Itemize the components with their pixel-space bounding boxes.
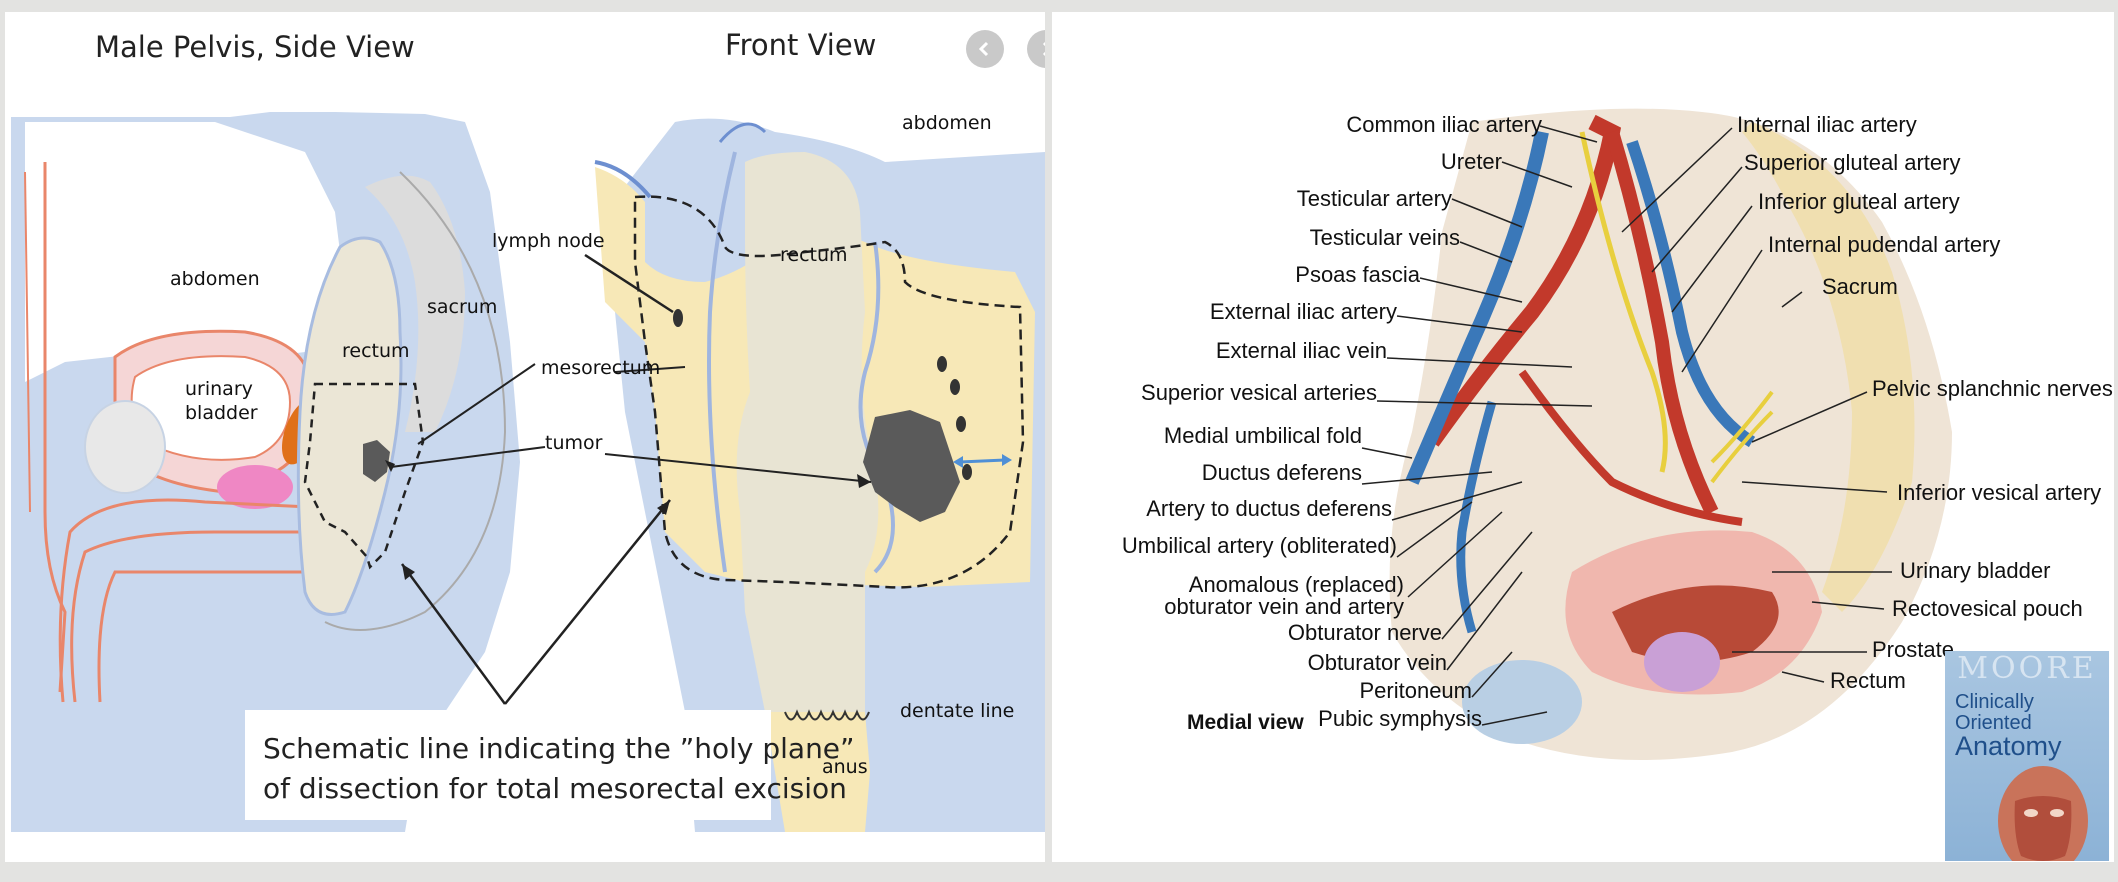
label-right-3: Internal pudendal artery (1768, 232, 2001, 257)
book-title-line3: Anatomy (1955, 731, 2062, 761)
label-sacrum: sacrum (427, 296, 498, 318)
label-right-5: Pelvic splanchnic nerves (1872, 376, 2113, 401)
label-left-2: Testicular artery (1296, 186, 1452, 211)
next-button[interactable] (1027, 30, 1045, 68)
label-right-0: Internal iliac artery (1737, 112, 1917, 137)
front-view-title: Front View (725, 28, 877, 62)
book-brand: MOORE (1957, 651, 2097, 686)
book-cover: MOORE Clinically Oriented Anatomy (1945, 651, 2109, 861)
book-title-line2: Oriented (1955, 712, 2032, 734)
medial-view-illustration (1361, 108, 1952, 760)
chevron-left-icon (978, 41, 989, 57)
label-abdomen-front: abdomen (902, 112, 992, 134)
caption-line-1: Schematic line indicating the ”holy plan… (263, 732, 855, 765)
label-left-7: Superior vesical arteries (1141, 380, 1377, 405)
label-left-15: Obturator vein (1307, 650, 1447, 675)
side-view-title: Male Pelvis, Side View (95, 30, 415, 64)
label-medial-view: Medial view (1187, 711, 1304, 734)
chevron-right-icon (1042, 42, 1045, 56)
label-left-12: Anomalous (replaced) (1188, 572, 1404, 597)
caption-line-2: of dissection for total mesorectal excis… (263, 772, 847, 805)
label-rectum-front: rectum (780, 244, 848, 266)
label-left-1: Ureter (1440, 149, 1502, 174)
label-right-10: Rectum (1830, 668, 1906, 693)
label-mesorectum: mesorectum (541, 357, 661, 379)
label-left-10: Artery to ductus deferens (1146, 496, 1392, 521)
label-bladder: bladder (185, 402, 258, 424)
label-right-8: Rectovesical pouch (1892, 596, 2083, 621)
pelvis-diagram (11, 112, 1045, 832)
left-slide: Male Pelvis, Side View Front View abdome… (5, 12, 1045, 862)
label-left-17: Pubic symphysis (1318, 706, 1482, 731)
label-left-4: Psoas fascia (1295, 262, 1420, 287)
label-right-9: Prostate (1872, 637, 1954, 662)
label-left-16: Peritoneum (1359, 678, 1472, 703)
caption-box: Schematic line indicating the ”holy plan… (245, 710, 855, 820)
label-left-3: Testicular veins (1309, 225, 1460, 250)
label-rectum-side: rectum (342, 340, 410, 362)
label-left-5: External iliac artery (1209, 299, 1397, 324)
label-right-7: Urinary bladder (1900, 558, 2051, 583)
book-title-line1: Clinically (1955, 691, 2034, 713)
label-left-0: Common iliac artery (1346, 112, 1542, 137)
label-right-6: Inferior vesical artery (1897, 480, 2102, 505)
label-right-2: Inferior gluteal artery (1758, 189, 1960, 214)
label-left-9: Ductus deferens (1201, 460, 1362, 485)
label-lymph-node: lymph node (492, 230, 605, 252)
label-urinary: urinary (185, 378, 253, 400)
label-tumor: tumor (545, 432, 603, 454)
label-right-1: Superior gluteal artery (1744, 150, 1961, 175)
label-left-14: Obturator nerve (1287, 620, 1442, 645)
face-illustration (1998, 766, 2088, 861)
prev-button[interactable] (966, 30, 1004, 68)
label-left-11: Umbilical artery (obliterated) (1121, 533, 1397, 558)
label-left-8: Medial umbilical fold (1163, 423, 1362, 448)
label-left-6: External iliac vein (1215, 338, 1387, 363)
label-right-4: Sacrum (1822, 274, 1898, 299)
label-dentate-line: dentate line (900, 700, 1015, 722)
label-abdomen-side: abdomen (170, 268, 260, 290)
label-anus: anus (822, 756, 868, 778)
label-left-13: obturator vein and artery (1164, 594, 1404, 619)
